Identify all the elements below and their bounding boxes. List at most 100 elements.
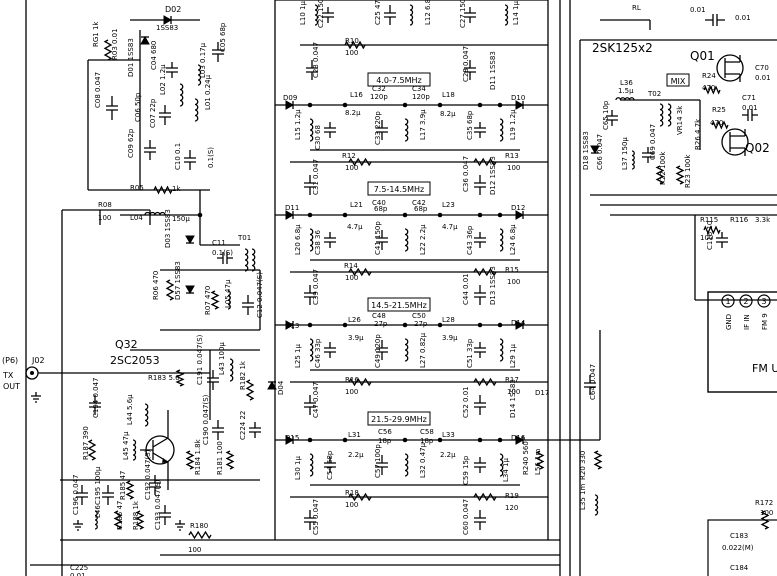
part-label-l36: L36 [620,79,633,87]
part-label-c09: C09 62p [127,128,135,158]
part-label-r18: R18 [345,489,359,497]
part-label-l33: L33 [442,431,455,439]
bus-left [61,209,150,576]
band-label: 21.5-29.9MHz [371,415,427,424]
part-label-c33: C33 220p [374,111,382,145]
inductor-symbol [504,4,509,26]
resistor-symbol [175,369,185,387]
inductor-symbol [144,211,166,216]
q32-part: 2SC2053 [110,354,160,367]
lower-module [707,519,777,576]
capacitor-symbol [705,14,725,26]
band-label-box [367,72,431,87]
part-label-c66: C66 0.047 [596,134,604,170]
capacitor-symbol [212,42,224,62]
junction-dot [402,437,408,443]
part-label-c225: C225 [70,564,88,572]
junction-dot [342,322,348,328]
part-label-l04v: 150µ [172,215,190,223]
part-label-c183: C183 [730,532,748,540]
rl-wire [600,19,651,30]
part-label-d18: D18 1SS83 [582,131,590,170]
diode-symbol [185,285,195,295]
q01-ref: Q01 [690,49,715,63]
part-label-c64: C64 0.047 [589,364,597,400]
part-label-c34: C34 [412,85,426,93]
part-label-d02p: 1SS83 [156,24,178,32]
part-label-r180v: 100 [188,546,201,554]
part-label-r116v: 3.3k [755,216,771,224]
part-label-l12: L12 6.8µ [424,0,432,25]
inductor-symbol [499,118,504,142]
part-label-c193: C193 0.047(S) [154,479,162,530]
inductor-symbol [404,338,409,362]
part-label-l15: L15 1.2µ [294,109,302,140]
part-label-c05: C05 68p [219,22,227,52]
part-label-c116: C116 10 [706,221,714,250]
part-label-l28v: 3.9µ [442,334,458,342]
resistor-symbol [225,450,235,470]
osc-frame [87,30,141,190]
connector-name: TX [2,371,14,380]
part-label-l45: L45 47µ [122,431,130,460]
diode-symbol [285,435,295,445]
junction-dot [477,322,483,328]
junction-dot [477,102,483,108]
resistor-symbol [703,85,721,95]
capacitor-symbol [76,485,88,505]
part-label-d10: D10 [511,94,525,102]
part-label-c195: C195 100µ [94,466,102,505]
band-label: 14.5-21.5MHz [371,301,427,310]
junction-dot [342,102,348,108]
part-label-c34v: 120p [412,93,430,101]
part-label-l26v: 3.9µ [348,334,364,342]
part-label-c36: C36 0.047 [462,156,470,192]
band-label-box [367,181,431,196]
inductor-symbol [229,358,234,382]
part-label-r14: R14 [344,262,358,270]
part-label-c55: C55 0.047 [312,499,320,535]
part-label-r26: R26 4.7k [694,118,702,150]
part-label-c194: C194 0.047 [92,377,100,418]
capacitor-symbol [242,295,254,315]
part-label-r15: R15 [505,266,519,274]
part-label-r06: R06 470 [152,271,160,300]
part-label-l23: L23 [442,201,455,209]
part-label-d13a: D13 1SS83 [489,266,497,305]
part-label-l04: L04 [130,214,143,222]
part-label-r186: R186 47 [116,501,124,530]
junction-dot [307,102,313,108]
inductor-symbol [309,228,314,252]
capacitor-symbol [474,232,486,248]
resistor-symbol [87,439,97,461]
part-label-c04: C04 680 [150,41,158,70]
capacitor-symbol [376,340,388,360]
resistor-symbol [188,530,212,540]
part-label-l02: L02 1.2µ [159,64,167,95]
junction-dot [497,102,503,108]
inductor-symbol [499,453,504,477]
part-label-l35: L35 1m [579,484,587,510]
diode-symbol [515,435,525,445]
part-label-r03: R03 0.01 [111,28,119,60]
part-label-c32: C32 [372,85,386,93]
capacitor-symbol [474,285,486,305]
capacitor-symbol [474,175,486,195]
module-pin [757,294,771,308]
capacitor-symbol [474,122,486,138]
inductor-symbol [309,118,314,142]
part-label-c11b: 0.1(S) [212,249,233,257]
module-pin-label: FM 9 [761,313,769,330]
part-label-c32v: 120p [370,93,388,101]
part-label-l16: L16 [350,91,363,99]
resistor-symbol [535,450,545,470]
part-label-r19: R19 [505,492,519,500]
fm-unit-module [707,291,777,393]
junction-dot [437,102,443,108]
part-label-t01: T01 [237,234,251,242]
resistor-symbol [703,225,721,235]
inductor-symbol [309,338,314,362]
part-label-c42: C42 [412,199,426,207]
capacitor-symbol [474,510,486,530]
capacitor-symbol [212,420,224,440]
